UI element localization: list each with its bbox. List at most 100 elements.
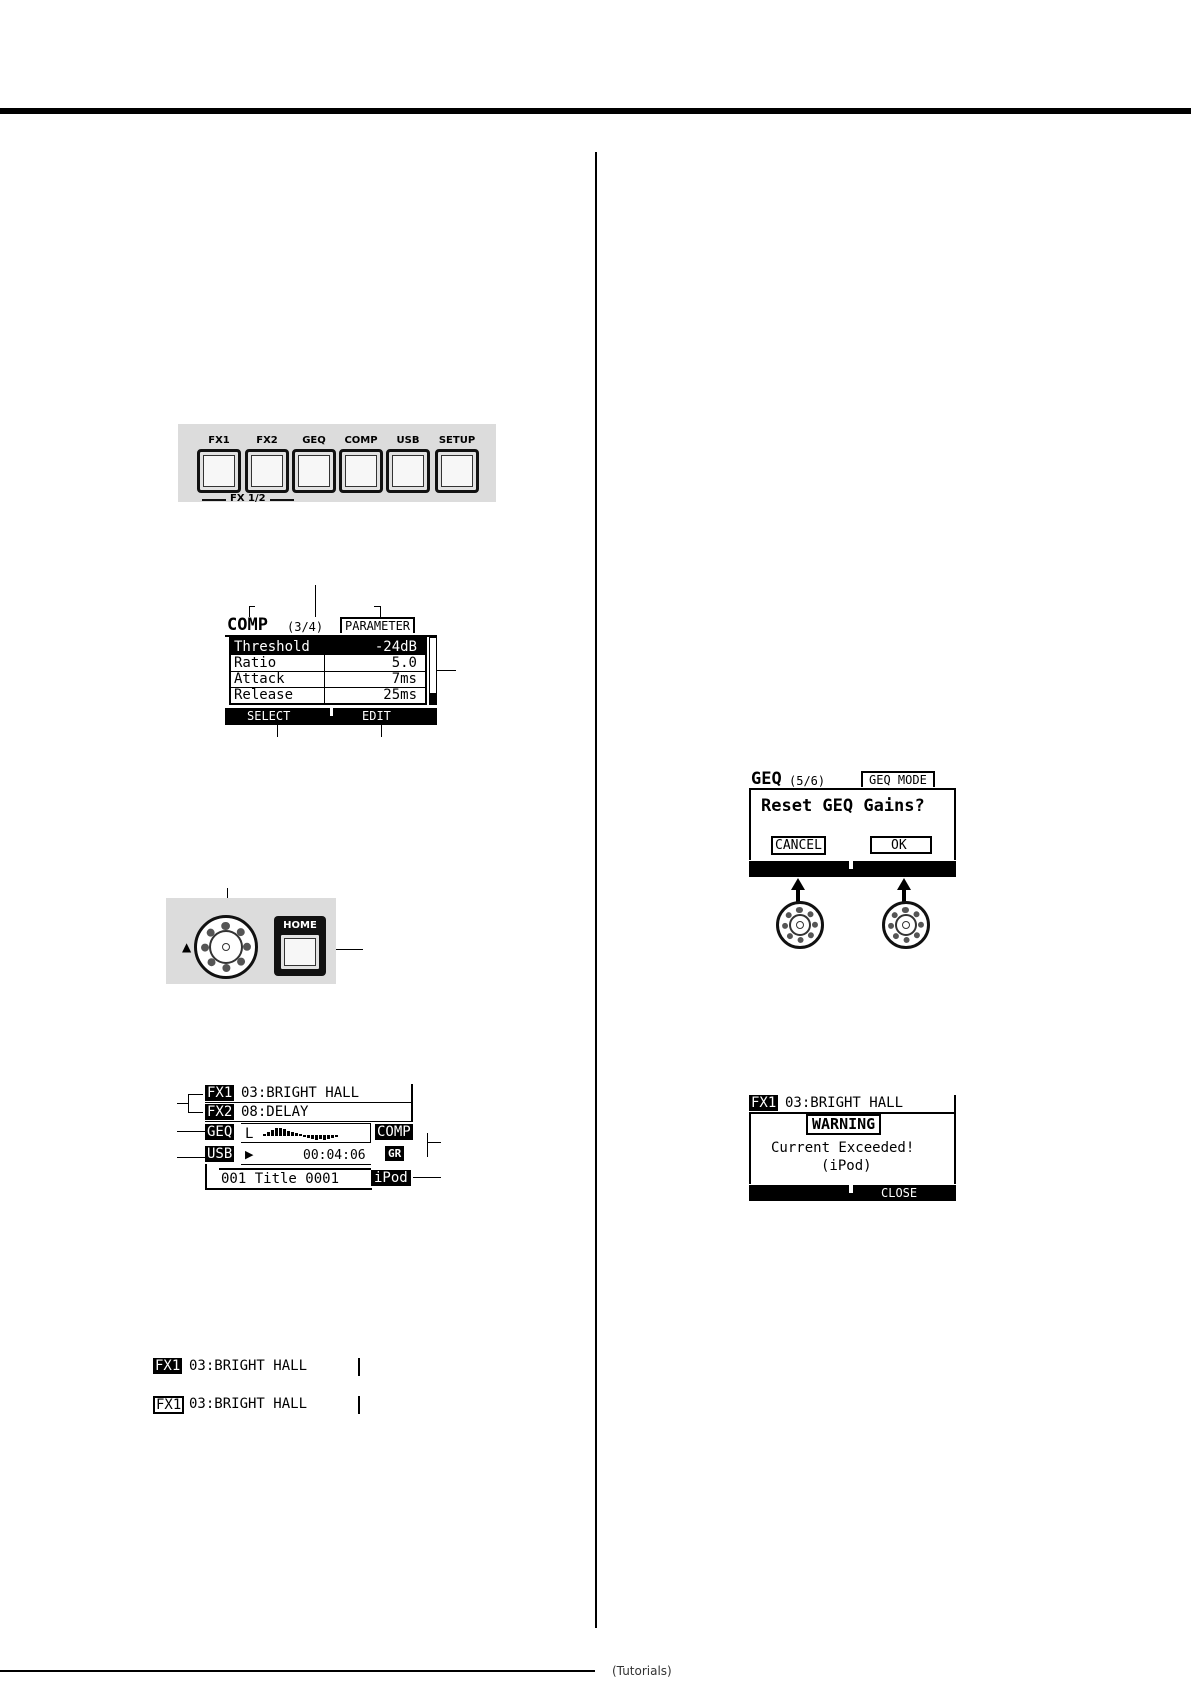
callout-page	[315, 585, 316, 621]
usb-play-time: 00:04:06	[303, 1148, 366, 1163]
knob-center	[222, 943, 230, 951]
warning-frame-right	[954, 1112, 956, 1184]
ok-button[interactable]	[870, 836, 932, 854]
comp-row-name[interactable]: Threshold	[234, 639, 310, 655]
geq-screen-frame-right	[954, 788, 956, 860]
comp-param-list	[229, 637, 427, 705]
knob-ring	[888, 907, 924, 943]
fx2-row-line	[205, 1121, 412, 1122]
callout-edit	[381, 725, 382, 737]
edit-softkey[interactable]: EDIT	[362, 709, 391, 723]
fx2-tag[interactable]: FX2	[205, 1104, 235, 1120]
home-button[interactable]	[278, 932, 322, 972]
fx1-effect-name[interactable]: 03:BRIGHT HALL	[241, 1085, 360, 1101]
setup-button[interactable]	[435, 449, 479, 493]
ok-button-label: OK	[891, 838, 907, 853]
geq-reset-screen: GEQ (5/6) GEQ MODE Reset GEQ Gains? CANC…	[749, 771, 956, 877]
comp-row-value[interactable]: 25ms	[383, 687, 417, 703]
fx-example-off: FX1 03:BRIGHT HALL	[153, 1396, 361, 1414]
comp-row-line	[231, 687, 425, 688]
comp-tag[interactable]: COMP	[375, 1124, 413, 1140]
usb-row-line	[241, 1164, 371, 1165]
close-softkey[interactable]: CLOSE	[881, 1186, 918, 1200]
warning-softkey-bar	[749, 1185, 956, 1201]
comp-row-value[interactable]: 5.0	[391, 655, 417, 671]
comp-row-selected-bg	[231, 639, 425, 655]
comp-button-label: COMP	[344, 435, 378, 446]
knob-center	[902, 921, 910, 929]
comp-row-name[interactable]: Release	[234, 687, 294, 703]
fx1-row-end	[411, 1084, 413, 1103]
geq-screen-page: (5/6)	[789, 774, 826, 788]
cancel-button[interactable]: CANCEL	[771, 836, 826, 855]
warning-fx-name: 03:BRIGHT HALL	[785, 1095, 904, 1111]
right-encoder-knob[interactable]	[882, 901, 930, 949]
comp-row-value[interactable]: -24dB	[374, 639, 417, 655]
bracket-comp-h	[427, 1142, 441, 1143]
fx12-line-left	[202, 499, 226, 501]
fx12-line-right	[270, 499, 294, 501]
geq-tag[interactable]: GEQ	[205, 1124, 235, 1140]
callout-scrollbar	[436, 670, 456, 671]
warning-message-line1: Current Exceeded!	[771, 1140, 915, 1156]
callout-title-h	[249, 606, 255, 607]
callout-usb	[177, 1157, 205, 1158]
usb-button-label: USB	[396, 435, 420, 446]
knob-center	[796, 921, 804, 929]
home-screen-left-line	[205, 1164, 207, 1190]
comp-softkey-gap	[330, 708, 333, 716]
comp-button[interactable]	[339, 449, 383, 493]
select-softkey[interactable]: SELECT	[247, 709, 291, 723]
left-encoder-knob[interactable]	[776, 901, 824, 949]
comp-scrollbar[interactable]	[429, 637, 437, 705]
column-divider	[595, 152, 597, 1628]
warning-screen: FX1 03:BRIGHT HALL WARNING Current Excee…	[749, 1095, 956, 1201]
geq-softkey-bar	[749, 861, 956, 877]
callout-fx	[177, 1103, 188, 1104]
comp-row-value[interactable]: 7ms	[391, 671, 417, 687]
ipod-tag[interactable]: iPod	[371, 1170, 411, 1186]
top-rule	[0, 108, 1191, 114]
fx12-group-label: FX 1/2	[230, 493, 266, 504]
footer-text: (Tutorials)	[612, 1664, 672, 1678]
fx2-button[interactable]	[245, 449, 289, 493]
fx2-effect-name[interactable]: 08:DELAY	[241, 1104, 309, 1120]
fx2-row-end	[411, 1103, 413, 1122]
geq-softkey-gap	[849, 861, 853, 869]
comp-row-name[interactable]: Attack	[234, 671, 285, 687]
callout-geq	[177, 1131, 205, 1132]
geq-button[interactable]	[292, 449, 336, 493]
fx2-button-label: FX2	[256, 435, 278, 446]
callout-home	[315, 949, 363, 950]
selector-buttons-panel: FX1 FX2 GEQ COMP USB SETUP FX 1/2	[178, 424, 496, 504]
comp-screen-page: (3/4)	[287, 620, 324, 634]
fx-example-end	[358, 1396, 360, 1414]
warning-frame-left	[749, 1112, 751, 1184]
fx1-button[interactable]	[197, 449, 241, 493]
home-screen-bottom-line	[205, 1188, 372, 1190]
knob-ring	[201, 922, 251, 972]
usb-button[interactable]	[386, 449, 430, 493]
home-screen: FX1 03:BRIGHT HALL FX2 08:DELAY GEQ L CO…	[205, 1084, 413, 1190]
fx-example-end	[358, 1358, 360, 1376]
geq-screen-frame-top	[749, 788, 956, 790]
fx1-tag[interactable]: FX1	[205, 1085, 235, 1101]
data-dial-knob[interactable]	[194, 915, 258, 979]
knob-ring	[782, 907, 818, 943]
geq-screen-tab: GEQ MODE	[861, 771, 935, 787]
comp-scrollbar-thumb	[430, 693, 436, 704]
bracket-fx	[188, 1094, 189, 1112]
comp-screen-tab: PARAMETER	[340, 617, 416, 633]
usb-tag[interactable]: USB	[205, 1146, 235, 1162]
warning-frame-top	[749, 1112, 956, 1114]
fx-example-name: 03:BRIGHT HALL	[189, 1396, 308, 1412]
fx1-button-label: FX1	[208, 435, 230, 446]
fx-example-tag: FX1	[153, 1396, 185, 1414]
gr-tag: GR	[385, 1146, 405, 1161]
bracket-comp	[427, 1133, 428, 1157]
warning-heading: WARNING	[806, 1114, 882, 1135]
comp-row-name[interactable]: Ratio	[234, 655, 277, 671]
callout-tab-h	[374, 606, 380, 607]
knob-home-panel: ▲ HOME	[166, 898, 336, 984]
play-icon: ▶	[245, 1148, 254, 1161]
